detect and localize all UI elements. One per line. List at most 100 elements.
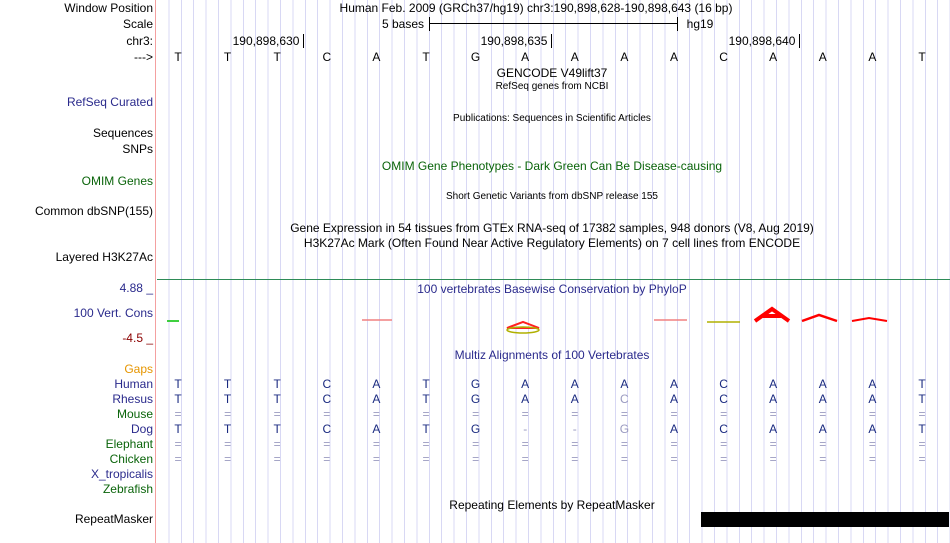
snps-label[interactable]: SNPs (122, 142, 153, 156)
alignment-base: = (372, 437, 380, 451)
alignment-base: = (521, 437, 529, 451)
alignment-base: = (224, 437, 232, 451)
alignment-base: T (174, 377, 182, 391)
alignment-base: A (818, 392, 827, 406)
alignment-base: C (620, 392, 629, 406)
alignment-base: = (323, 452, 331, 466)
window-position-label: Window Position (64, 1, 153, 15)
alignment-base: = (273, 407, 281, 421)
alignment-base: A (669, 422, 679, 436)
repeat-element[interactable] (701, 512, 949, 527)
scale-text: 5 bases (381, 17, 425, 31)
gencode-title[interactable]: GENCODE V49lift37 (496, 66, 608, 80)
alignment-base: C (719, 392, 728, 406)
alignment-base: G (470, 377, 481, 391)
alignment-base: = (918, 407, 926, 421)
gtex-title[interactable]: Gene Expression in 54 tissues from GTEx … (290, 221, 814, 235)
alignment-base: A (818, 422, 827, 436)
species-label[interactable]: Human (114, 377, 153, 391)
publications-title[interactable]: Publications: Sequences in Scientific Ar… (453, 113, 651, 124)
alignment-base: T (273, 392, 281, 406)
species-label[interactable]: Chicken (109, 452, 153, 466)
alignment-base: = (422, 452, 430, 466)
track-separator (157, 279, 950, 280)
alignment-base: T (273, 422, 281, 436)
alignment-base: C (322, 392, 332, 406)
alignment-base: = (372, 407, 380, 421)
alignment-base: C (719, 422, 728, 436)
alignment-base: T (174, 392, 182, 406)
refseq-curated-label[interactable]: RefSeq Curated (66, 95, 153, 109)
layered-h3k27ac-label[interactable]: Layered H3K27Ac (55, 250, 153, 264)
alignment-base: C (322, 377, 332, 391)
base-letter: C (719, 50, 728, 64)
alignment-base: T (422, 377, 430, 391)
scale-label: Scale (122, 17, 153, 31)
alignment-base: = (720, 437, 728, 451)
gaps-label[interactable]: Gaps (124, 362, 153, 376)
sequences-label[interactable]: Sequences (92, 126, 153, 140)
alignment-base: = (174, 452, 182, 466)
base-letter: T (223, 50, 232, 64)
alignment-base: = (670, 407, 678, 421)
alignment-base: = (720, 452, 728, 466)
multiz-title[interactable]: Multiz Alignments of 100 Vertebrates (454, 348, 650, 362)
position-label: 190,898,635 (480, 34, 548, 48)
scale-tick (429, 17, 430, 31)
alignment-base: G (470, 392, 481, 406)
repeatmasker-title[interactable]: Repeating Elements by RepeatMasker (449, 498, 655, 512)
scale-bar (429, 23, 677, 24)
alignment-base: A (868, 377, 877, 391)
h3k27ac-title[interactable]: H3K27Ac Mark (Often Found Near Active Re… (303, 236, 801, 250)
species-label[interactable]: X_tropicalis (90, 467, 153, 481)
scale-tick (677, 17, 678, 31)
alignment-base: = (620, 407, 628, 421)
omim-genes-label[interactable]: OMIM Genes (81, 174, 153, 188)
alignment-base: T (223, 377, 232, 391)
base-letter: T (273, 50, 281, 64)
dbsnp-title[interactable]: Short Genetic Variants from dbSNP releas… (446, 191, 658, 202)
base-letter: A (669, 50, 679, 64)
base-letter: A (372, 50, 381, 64)
phylop-graph (167, 306, 888, 334)
species-label[interactable]: Rhesus (112, 392, 153, 406)
alignment-base: = (472, 452, 480, 466)
alignment-base: A (669, 392, 679, 406)
alignment-base: T (918, 422, 926, 436)
alignment-base: = (720, 407, 728, 421)
alignment-base: = (472, 407, 480, 421)
alignment-base: A (521, 392, 530, 406)
omim-title[interactable]: OMIM Gene Phenotypes - Dark Green Can Be… (381, 159, 723, 173)
phylop-title[interactable]: 100 vertebrates Basewise Conservation by… (417, 282, 687, 296)
alignment-base: T (223, 422, 232, 436)
species-label[interactable]: Mouse (116, 407, 153, 421)
alignment-base: = (422, 437, 430, 451)
alignment-base: = (868, 452, 876, 466)
alignment-base: - (523, 422, 528, 436)
base-gridlines (157, 0, 950, 543)
alignment-base: G (619, 422, 630, 436)
refseq-subtitle[interactable]: RefSeq genes from NCBI (495, 81, 609, 92)
position-label: 190,898,630 (232, 34, 300, 48)
alignment-base: T (918, 392, 926, 406)
alignment-base: A (769, 377, 778, 391)
alignment-base: = (472, 437, 480, 451)
species-label[interactable]: Dog (130, 422, 153, 436)
species-label[interactable]: Zebrafish (102, 482, 153, 496)
alignment-base: = (372, 452, 380, 466)
alignment-base: T (273, 377, 281, 391)
alignment-base: = (571, 452, 579, 466)
vert-cons-label[interactable]: 100 Vert. Cons (73, 306, 153, 320)
repeatmasker-label[interactable]: RepeatMasker (74, 512, 153, 526)
species-label[interactable]: Elephant (105, 437, 153, 451)
alignment-base: = (273, 452, 281, 466)
base-letter: A (818, 50, 827, 64)
alignment-base: = (620, 452, 628, 466)
common-dbsnp-label[interactable]: Common dbSNP(155) (34, 204, 153, 218)
base-letter: T (918, 50, 926, 64)
base-letter: G (470, 50, 481, 64)
alignment-base: A (620, 377, 629, 391)
alignment-base: = (868, 437, 876, 451)
alignment-base: C (322, 422, 332, 436)
